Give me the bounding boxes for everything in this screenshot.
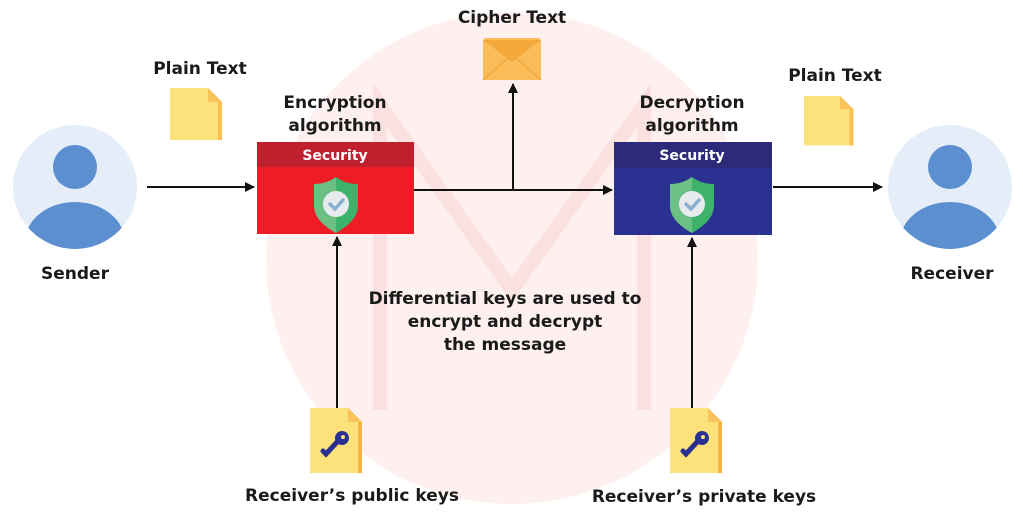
arrows	[147, 83, 883, 410]
sender-avatar-icon	[13, 125, 137, 282]
encryption-box: Security	[257, 142, 414, 235]
note-line-3: the message	[444, 335, 566, 355]
decryption-header: Security	[659, 148, 724, 164]
decryption-title: Decryption	[639, 93, 744, 113]
note-line-2: encrypt and decrypt	[408, 312, 603, 332]
document-icon	[804, 96, 854, 146]
plain-text-left-label: Plain Text	[153, 59, 247, 79]
encryption-header: Security	[302, 148, 367, 164]
private-key-icon	[670, 408, 722, 473]
watermark-circle	[266, 12, 758, 504]
private-key-label: Receiver’s private keys	[592, 487, 816, 507]
decryption-box: Security	[614, 142, 772, 235]
sender-label: Sender	[41, 264, 110, 284]
public-key-label: Receiver’s public keys	[245, 486, 459, 506]
encryption-title-2: algorithm	[288, 116, 381, 136]
envelope-icon	[482, 38, 542, 81]
receiver-avatar-icon	[888, 125, 1012, 282]
public-key-icon	[310, 408, 362, 473]
note-line-1: Differential keys are used to	[369, 289, 642, 309]
decryption-title-2: algorithm	[645, 116, 738, 136]
document-icon	[170, 88, 222, 140]
receiver-label: Receiver	[910, 264, 994, 284]
encryption-title: Encryption	[283, 93, 386, 113]
cipher-text-label: Cipher Text	[458, 8, 566, 28]
plain-text-right-label: Plain Text	[788, 66, 882, 86]
